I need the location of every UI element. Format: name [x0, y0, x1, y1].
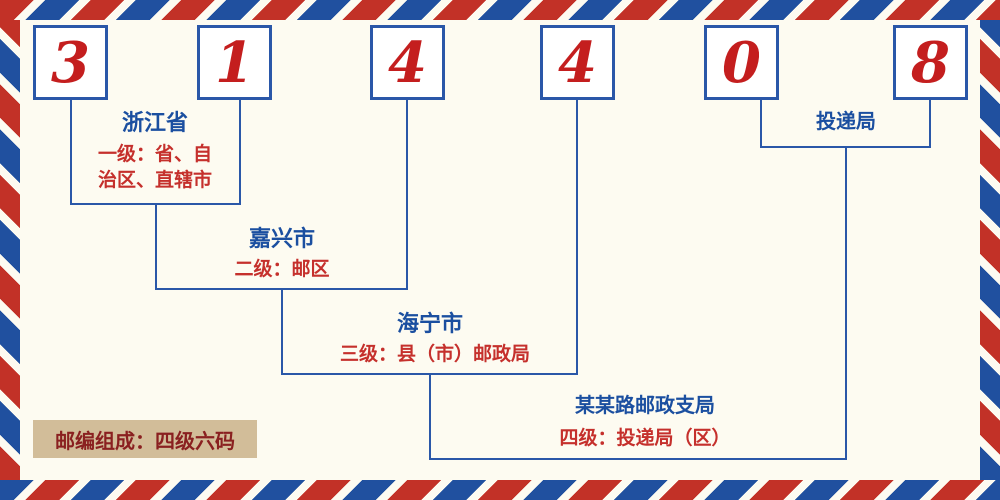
digit-2: 1 [215, 29, 254, 96]
digit-box-2: 1 [197, 25, 272, 100]
footer-note-text: 邮编组成：四级六码 [55, 430, 235, 453]
airmail-border-right [980, 20, 1000, 480]
level1-place-label: 浙江省 [121, 110, 188, 135]
level3-line-left [281, 288, 283, 375]
digit-5: 0 [722, 29, 761, 96]
level4-desc: 四级：投递局（区） [559, 428, 731, 449]
level1-line-left [70, 100, 72, 205]
level4-line-left [429, 373, 431, 460]
level1-desc-line1: 一级：省、自 [97, 144, 212, 165]
delivery-office-label: 投递局 [816, 111, 876, 133]
digit-box-6: 8 [893, 25, 968, 100]
airmail-border-top [0, 0, 1000, 20]
delivery-line-left [760, 100, 762, 148]
digit-1: 3 [51, 29, 90, 96]
digit-box-3: 4 [370, 25, 445, 100]
digit-box-5: 0 [704, 25, 779, 100]
level4-place-label: 某某路邮政支局 [575, 395, 715, 417]
digit-6: 8 [911, 29, 950, 96]
delivery-line-right [929, 100, 931, 148]
level2-line-left [155, 203, 157, 290]
footer-note-box: 邮编组成：四级六码 [33, 420, 257, 458]
airmail-border-left [0, 20, 20, 480]
level1-line-right [239, 100, 241, 205]
digit-box-1: 3 [33, 25, 108, 100]
level3-place-label: 海宁市 [396, 311, 463, 336]
level3-desc: 三级：县（市）邮政局 [339, 344, 530, 365]
level4-line-bottom [429, 458, 847, 460]
level2-line-right [406, 100, 408, 290]
level3-line-right [576, 100, 578, 375]
level2-desc: 二级：邮区 [234, 259, 330, 280]
level4-line-right [845, 146, 847, 460]
digit-4: 4 [558, 29, 597, 96]
level1-desc-line2: 治区、直辖市 [97, 170, 212, 191]
airmail-border-bottom [0, 480, 1000, 500]
digit-3: 4 [388, 29, 427, 96]
digit-box-4: 4 [540, 25, 615, 100]
level2-place-label: 嘉兴市 [248, 226, 315, 251]
